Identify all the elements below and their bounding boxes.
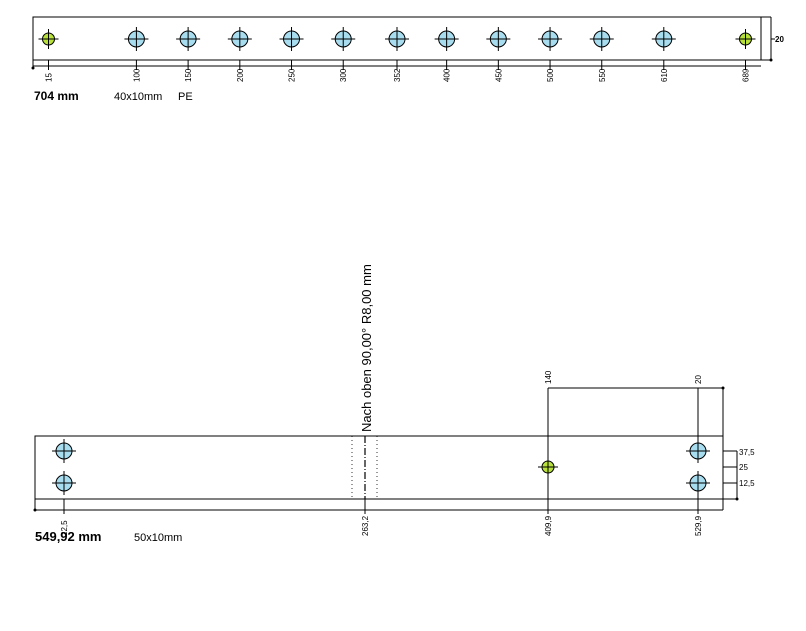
hole-small-marker <box>538 457 558 477</box>
hole-marker <box>176 27 201 51</box>
bar2-right-dim: 25 <box>739 463 748 472</box>
bar1-material-label: PE <box>178 91 193 103</box>
hole-marker <box>651 27 676 51</box>
hole-marker <box>331 27 356 51</box>
bar2-pos-label: 529,9 <box>694 515 703 536</box>
bar2-top-dim: 140 <box>544 370 553 384</box>
bar1-pos-label: 200 <box>236 68 245 82</box>
hole-marker <box>279 27 304 51</box>
bar2-right-dim: 12,5 <box>739 479 755 488</box>
hole-marker <box>434 27 459 51</box>
hole-marker <box>124 27 149 51</box>
bar2-pos-label: 22,5 <box>60 520 69 536</box>
hole-marker <box>227 27 252 51</box>
bar1-pos-label: 150 <box>184 68 193 82</box>
bar1-pos-label: 610 <box>660 68 669 82</box>
bar1-pos-label: 352 <box>393 68 402 82</box>
hole-small-marker <box>38 29 59 49</box>
bar1-pos-label: 100 <box>132 68 141 82</box>
bar1-pos-label: 500 <box>546 68 555 82</box>
bend-annotation: Nach oben 90,00° R8,00 mm <box>359 264 374 432</box>
bar1-pos-label: 250 <box>288 68 297 82</box>
bar2-profile-label: 50x10mm <box>134 532 182 544</box>
bar2-right-dim: 37,5 <box>739 448 755 457</box>
bar1-pos-label: 689 <box>741 68 750 82</box>
bar1-pos-label: 400 <box>443 68 452 82</box>
hole-marker <box>52 439 76 463</box>
hole-marker <box>538 27 563 51</box>
bar2-top-dim: 20 <box>694 375 703 384</box>
bar1-pos-label: 550 <box>598 68 607 82</box>
hole-marker <box>686 439 710 463</box>
hole-marker <box>385 27 409 51</box>
hole-marker <box>52 471 76 495</box>
hole-marker <box>486 27 511 51</box>
bar2-length-label: 549,92 mm <box>35 529 102 544</box>
bar1-pos-label: 300 <box>339 68 348 82</box>
bar2-pos-label: 263,2 <box>361 515 370 536</box>
bar1-pos-label: 15 <box>45 73 54 82</box>
bar1-height-dim: 20 <box>775 35 784 44</box>
bar2-pos-label: 409,9 <box>544 515 553 536</box>
bar1-pos-label: 450 <box>494 68 503 82</box>
hole-marker <box>686 471 710 495</box>
bar1-profile-label: 40x10mm <box>114 91 162 103</box>
hole-small-marker <box>735 29 756 49</box>
hole-marker <box>589 27 614 51</box>
bar1-length-label: 704 mm <box>34 89 79 103</box>
bar2-outline <box>34 435 724 500</box>
